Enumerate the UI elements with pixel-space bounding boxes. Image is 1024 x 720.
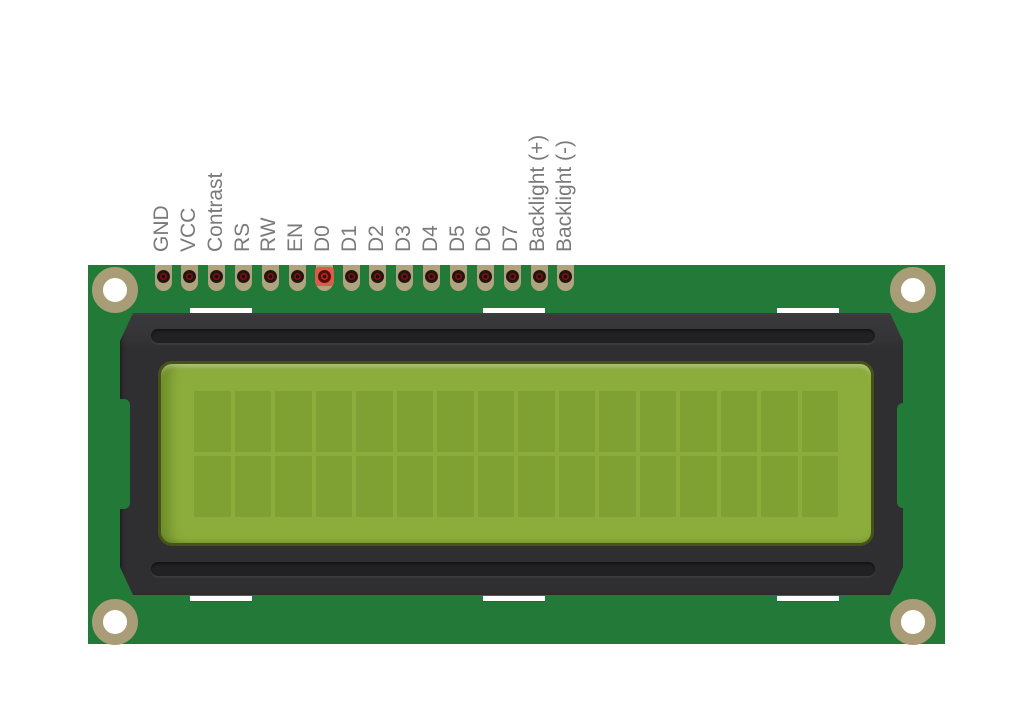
character-cell [275,456,312,517]
pin-hole [156,269,170,283]
pin-label: RW [257,217,281,252]
pin-pad[interactable] [423,265,441,291]
pin-hole [183,269,197,283]
character-cell [234,456,271,517]
pin-hole [317,269,331,283]
pin-hole [398,269,412,283]
pin-label: GND [150,205,173,252]
pin-label: EN [284,222,308,252]
pin-pad[interactable] [476,265,494,291]
character-cell [680,456,717,517]
pin-pad[interactable] [450,265,468,291]
pin-pad[interactable] [208,265,226,291]
character-cell [599,456,636,517]
character-cell [761,391,798,452]
pin-label: RS [230,222,254,252]
lcd-screen [158,361,874,546]
bezel-bottom-slot [151,562,875,576]
pin-hole [290,269,304,283]
silkscreen-mark [777,308,839,313]
pin-label: Backlight (-) [552,139,576,252]
mount-hole-top-right [890,267,936,313]
pin-label: D4 [418,225,442,252]
pin-hole [478,269,492,283]
character-cell [599,391,636,452]
character-cell [518,456,555,517]
pin-hole [532,269,546,283]
pin-label: D2 [364,225,388,252]
character-cell [558,456,595,517]
character-cell [761,456,798,517]
pin-pad[interactable] [154,265,172,291]
character-cell [639,391,676,452]
character-cell [720,391,757,452]
pin-pad[interactable] [342,265,360,291]
character-cell [194,391,231,452]
character-cell [680,391,717,452]
pin-label: VCC [176,207,200,252]
pin-hole [505,269,519,283]
pin-label: D6 [472,225,496,252]
character-cell [801,456,838,517]
character-cell [477,391,514,452]
pin-hole [559,269,573,283]
character-cell [720,456,757,517]
character-cell [315,391,352,452]
pin-label: D1 [338,225,362,252]
character-cell [518,391,555,452]
character-cell [396,391,433,452]
pin-hole [263,269,277,283]
pin-label: D5 [445,225,469,252]
pin-pad[interactable] [235,265,253,291]
pin-pad[interactable] [181,265,199,291]
pin-label: Contrast [203,172,227,252]
silkscreen-mark [190,596,252,601]
bezel-right-notch [897,403,914,508]
silkscreen-mark [483,596,545,601]
character-cell [558,391,595,452]
character-cell [437,391,474,452]
pin-label: D0 [311,225,335,252]
bezel-top-slot [151,329,875,343]
pin-hole [371,269,385,283]
pin-pad[interactable] [503,265,521,291]
pin-hole [425,269,439,283]
pin-hole [210,269,224,283]
character-cell [315,456,352,517]
pin-label: Backlight (+) [526,134,550,252]
mount-hole-bottom-right [890,599,936,645]
character-cell [234,391,271,452]
character-cell [477,456,514,517]
pin-pad[interactable] [261,265,279,291]
pin-hole [452,269,466,283]
mount-hole-top-left [92,267,138,313]
silkscreen-mark [190,308,252,313]
silkscreen-mark [483,308,545,313]
character-cell [194,456,231,517]
pin-hole [237,269,251,283]
pin-label: D3 [391,225,415,252]
character-cell [437,456,474,517]
character-cell [639,456,676,517]
pin-label: D7 [499,225,523,252]
silkscreen-mark [777,596,839,601]
pin-pad[interactable] [288,265,306,291]
character-cell [356,391,393,452]
pin-pad[interactable] [557,265,575,291]
character-grid [194,391,838,517]
pin-pad[interactable] [396,265,414,291]
bezel-left-notch [118,399,130,509]
pin-pad[interactable] [530,265,548,291]
pin-hole [344,269,358,283]
pin-pad[interactable] [314,265,334,291]
character-cell [801,391,838,452]
character-cell [275,391,312,452]
pin-pad[interactable] [369,265,387,291]
mount-hole-bottom-left [92,599,138,645]
character-cell [356,456,393,517]
character-cell [396,456,433,517]
